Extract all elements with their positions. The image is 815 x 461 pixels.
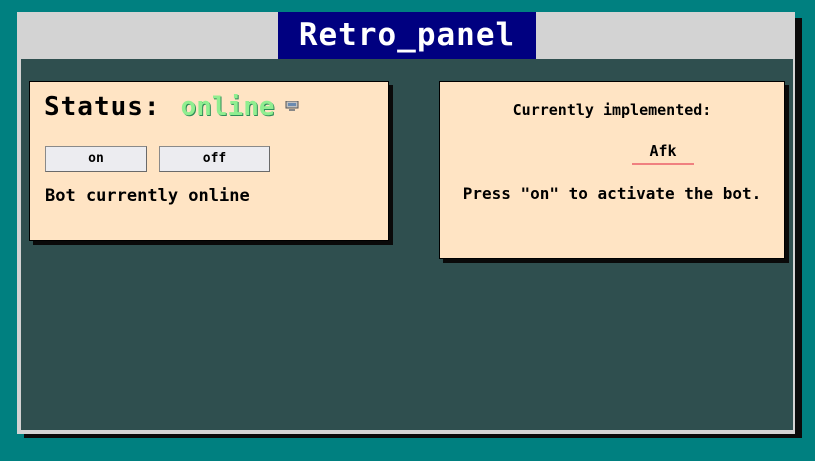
- status-message: Bot currently online: [45, 186, 250, 206]
- status-value: online: [180, 92, 275, 122]
- retro-panel-window: Retro_panel Status: online on off Bot cu…: [17, 12, 795, 434]
- info-panel: Currently implemented: Afk Press "on" to…: [439, 81, 785, 259]
- activation-hint: Press "on" to activate the bot.: [462, 184, 762, 203]
- feature-item-afk: Afk: [632, 142, 694, 165]
- status-row: Status: online: [44, 92, 299, 122]
- implemented-heading: Currently implemented:: [512, 101, 712, 119]
- window-title: Retro_panel: [278, 12, 536, 59]
- status-label: Status:: [44, 92, 161, 122]
- monitor-icon: [285, 96, 299, 111]
- status-panel: Status: online on off Bot currently onli…: [29, 81, 389, 241]
- content-area: Status: online on off Bot currently onli…: [21, 59, 793, 430]
- on-button[interactable]: on: [45, 146, 147, 172]
- off-button[interactable]: off: [159, 146, 270, 172]
